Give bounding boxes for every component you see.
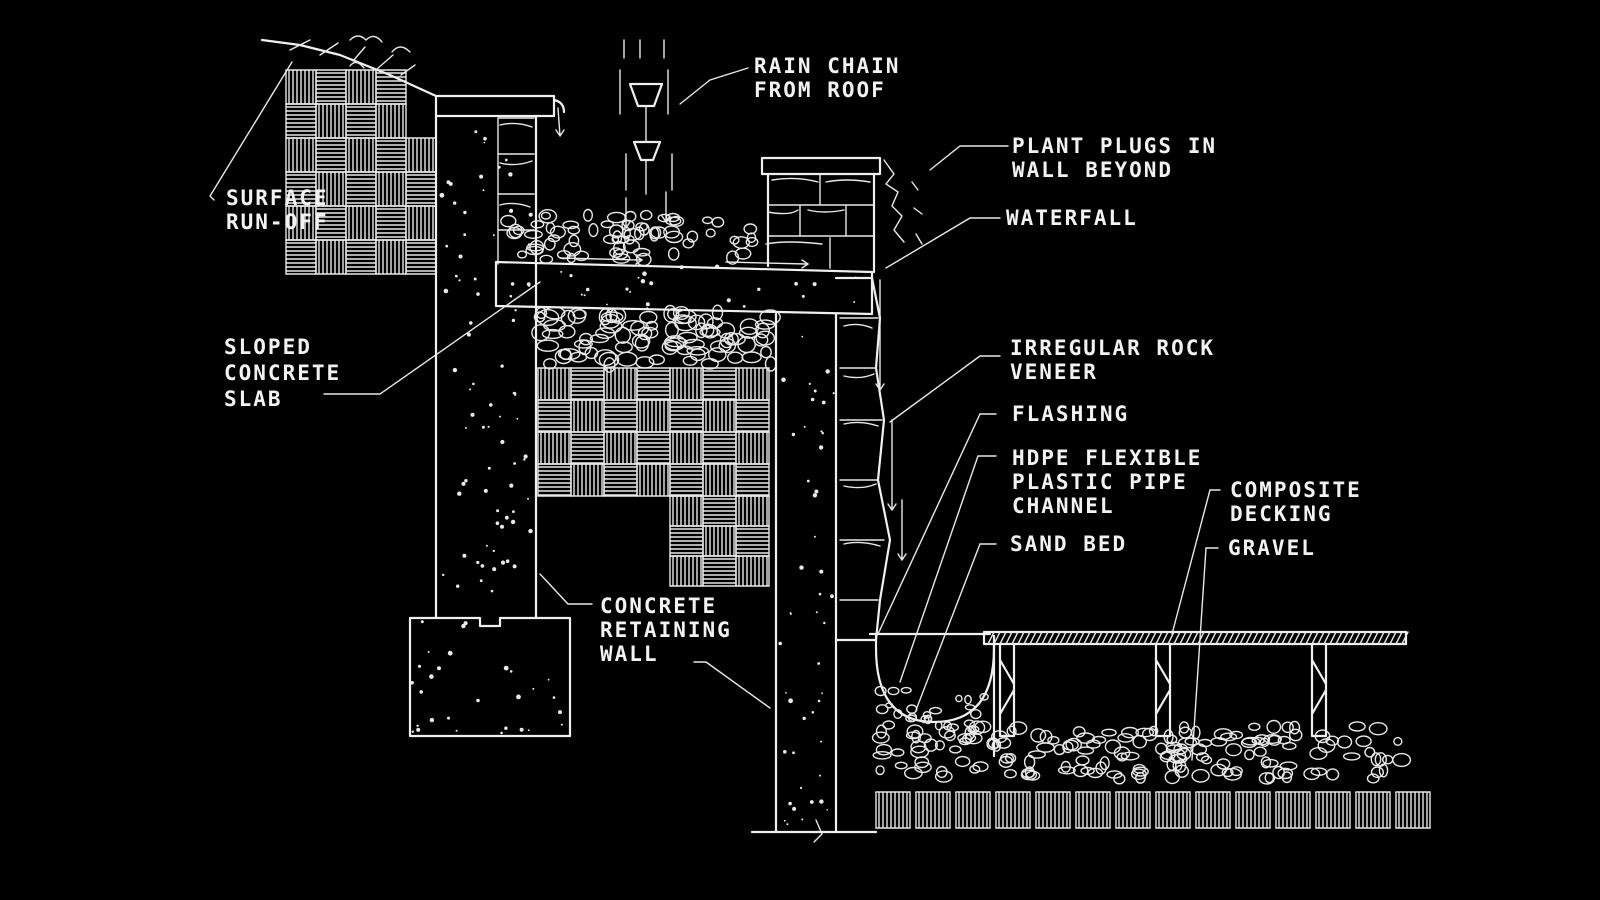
soil-hatch-left (285, 69, 437, 275)
hdpe-pipe-channel (868, 632, 996, 724)
concrete-speckle (410, 130, 857, 826)
soil-hatch-middle (537, 367, 770, 587)
waterfall-arrows (875, 279, 907, 562)
label-sand-bed: SAND BED (1010, 532, 1128, 556)
label-hdpe-pipe: HDPE FLEXIBLE PLASTIC PIPE CHANNEL (1012, 446, 1203, 518)
rock-veneer (834, 276, 892, 642)
label-composite-decking: COMPOSITE DECKING (1230, 478, 1362, 526)
soil-hatch-bottom (875, 791, 1431, 829)
stone-pier (760, 156, 882, 274)
plant-plugs (883, 159, 923, 245)
gravel-bed (871, 685, 1412, 785)
label-waterfall: WATERFALL (1006, 206, 1138, 230)
label-flashing: FLASHING (1012, 402, 1130, 426)
leader-lines (209, 61, 1221, 761)
label-plant-plugs: PLANT PLUGS IN WALL BEYOND (1012, 134, 1218, 182)
left-wall-stone-veneer (497, 117, 535, 265)
concrete-retaining-wall (750, 312, 878, 843)
label-surface-runoff: SURFACE RUN-OFF (226, 186, 329, 234)
label-rain-chain: RAIN CHAIN FROM ROOF (754, 54, 901, 102)
sloped-concrete-slab (494, 255, 874, 316)
label-retaining-wall: CONCRETE RETAINING WALL (600, 594, 732, 666)
gravel-top (500, 208, 759, 267)
label-gravel: GRAVEL (1228, 536, 1316, 560)
label-sloped-slab: SLOPED CONCRETE SLAB (224, 335, 342, 411)
left-concrete-wall (408, 94, 572, 738)
gravel-fill (531, 304, 781, 373)
rain-chain (619, 39, 673, 230)
label-rock-veneer: IRREGULAR ROCK VENEER (1010, 336, 1216, 384)
